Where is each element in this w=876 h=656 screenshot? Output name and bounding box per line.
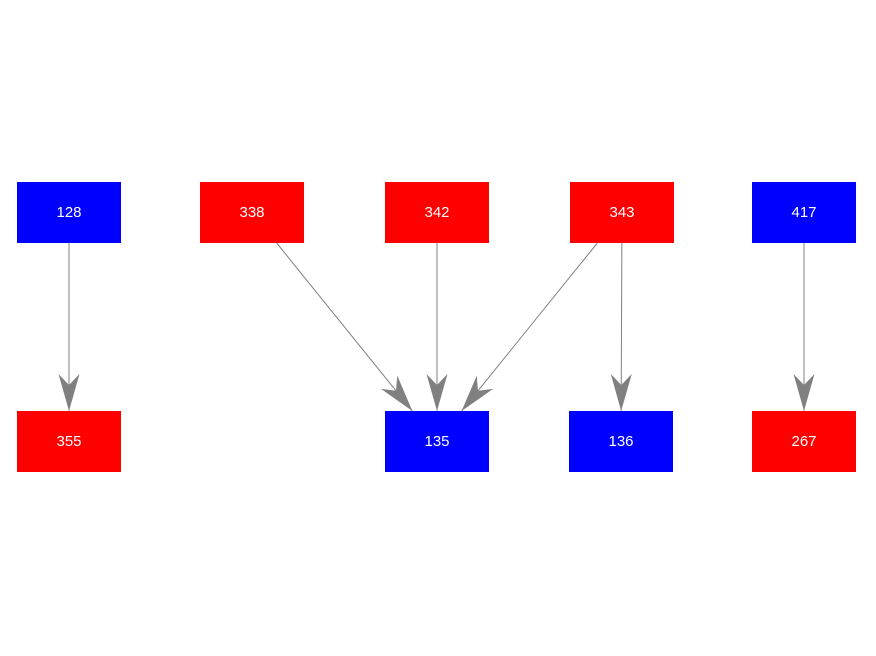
node-136: 136	[569, 411, 673, 472]
arrowhead-icon	[380, 375, 413, 411]
edge-343-135	[461, 242, 598, 412]
node-267: 267	[752, 411, 856, 472]
arrowhead-icon	[461, 375, 494, 411]
edge-line	[461, 242, 598, 412]
node-338: 338	[200, 182, 304, 243]
node-417: 417	[752, 182, 856, 243]
node-label: 267	[791, 433, 817, 450]
edge-343-136	[610, 242, 632, 412]
node-label: 136	[608, 433, 634, 450]
arrowhead-icon	[610, 373, 632, 411]
edge-342-135	[426, 243, 448, 411]
edge-338-135	[276, 242, 413, 412]
node-label: 355	[56, 433, 82, 450]
arrowhead-icon	[793, 374, 815, 411]
node-355: 355	[17, 411, 121, 472]
edge-line	[620, 242, 623, 412]
arrowhead-icon	[58, 374, 80, 411]
node-128: 128	[17, 182, 121, 243]
node-label: 135	[424, 433, 450, 450]
edge-417-267	[793, 243, 815, 411]
arrowhead-icon	[426, 374, 448, 411]
edge-line	[276, 242, 413, 412]
node-label: 343	[609, 204, 635, 221]
node-label: 338	[239, 204, 265, 221]
edge-128-355	[58, 243, 80, 411]
node-135: 135	[385, 411, 489, 472]
node-342: 342	[385, 182, 489, 243]
node-343: 343	[570, 182, 674, 243]
node-label: 128	[56, 204, 82, 221]
node-label: 417	[791, 204, 817, 221]
node-label: 342	[424, 204, 450, 221]
